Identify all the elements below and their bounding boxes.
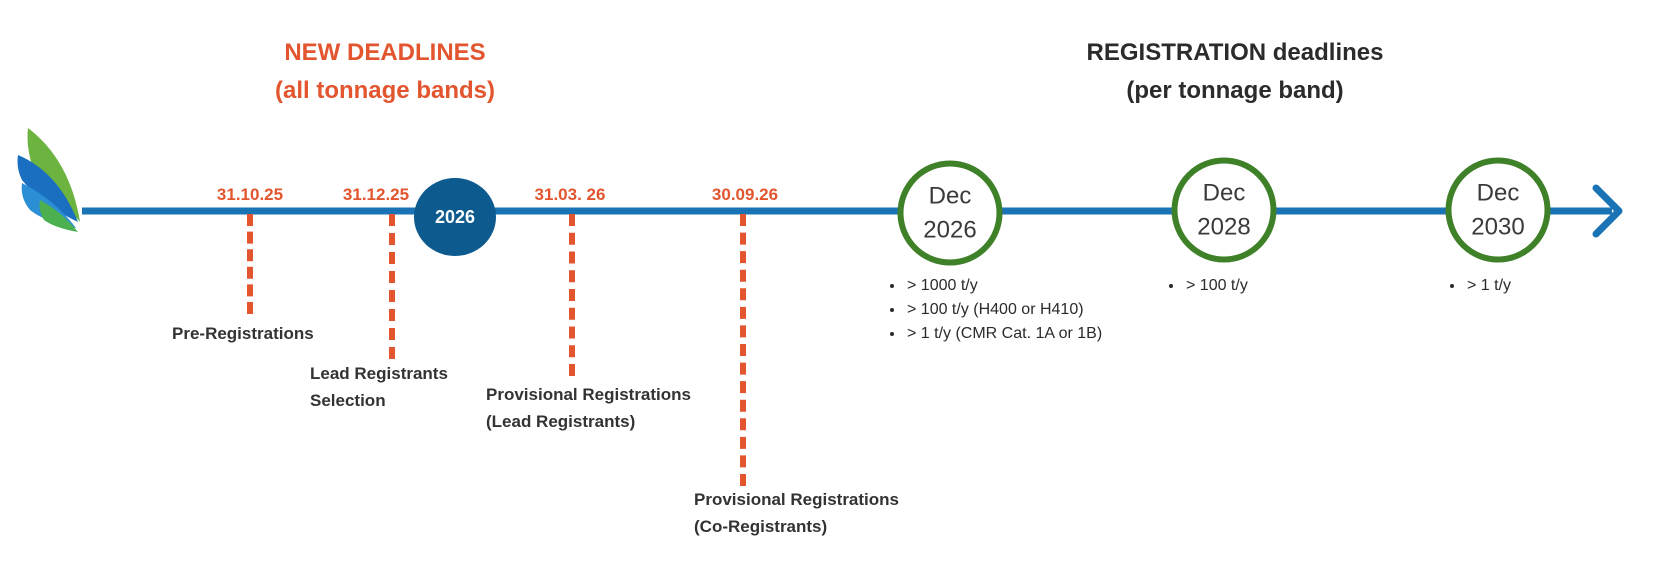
tonnage-band-item: > 100 t/y (H400 or H410) bbox=[905, 298, 1102, 322]
deadline-label-line: Pre-Registrations bbox=[172, 324, 314, 343]
deadline-dash bbox=[740, 214, 746, 486]
deadline-date: 31.10.25 bbox=[216, 185, 284, 204]
milestone-year: 2026 bbox=[923, 216, 977, 243]
deadline-dash bbox=[569, 214, 575, 376]
tonnage-band-item: > 1 t/y bbox=[1465, 274, 1511, 298]
tonnage-band-list: > 1 t/y bbox=[1441, 274, 1511, 298]
milestone-circle: Dec 2028 bbox=[1171, 157, 1277, 263]
deadline-date: 31.12.25 bbox=[342, 185, 410, 204]
arrow-right-icon bbox=[1592, 184, 1623, 238]
new-deadlines-title: NEW DEADLINES bbox=[284, 39, 486, 66]
registration-deadlines-title: REGISTRATION deadlines bbox=[1086, 39, 1384, 66]
deadline-label-line: Provisional Registrations bbox=[486, 385, 691, 404]
deadline-label: Provisional Registrations (Co-Registrant… bbox=[694, 486, 899, 540]
registration-deadlines-subtitle: (per tonnage band) bbox=[1126, 77, 1344, 104]
deadline-label-line: (Co-Registrants) bbox=[694, 517, 828, 536]
milestone-circle: Dec 2026 bbox=[897, 160, 1003, 266]
milestone-year: 2030 bbox=[1471, 213, 1525, 240]
new-deadlines-subtitle: (all tonnage bands) bbox=[274, 77, 495, 104]
deadline-label-line: Selection bbox=[310, 391, 386, 410]
registration-deadlines-heading: REGISTRATION deadlines (per tonnage band… bbox=[1025, 34, 1445, 110]
milestone-circle: Dec 2030 bbox=[1445, 157, 1551, 263]
deadline-label-line: Lead Registrants bbox=[310, 364, 448, 383]
tonnage-band-item: > 100 t/y bbox=[1184, 274, 1248, 298]
deadline-dash bbox=[389, 214, 395, 359]
wing-logo-icon bbox=[17, 128, 80, 232]
milestone-month: Dec bbox=[1202, 179, 1246, 206]
milestone-year: 2028 bbox=[1197, 213, 1251, 240]
year-badge: 2026 bbox=[414, 178, 496, 256]
deadline-label: Lead Registrants Selection bbox=[310, 360, 448, 414]
tonnage-band-item: > 1 t/y (CMR Cat. 1A or 1B) bbox=[905, 322, 1102, 346]
deadline-label-line: (Lead Registrants) bbox=[486, 412, 636, 431]
deadline-dash bbox=[247, 214, 253, 314]
new-deadlines-heading: NEW DEADLINES (all tonnage bands) bbox=[185, 34, 585, 110]
milestone-month: Dec bbox=[1476, 179, 1520, 206]
milestone-month: Dec bbox=[928, 182, 972, 209]
deadline-label: Provisional Registrations (Lead Registra… bbox=[486, 381, 691, 435]
deadline-label: Pre-Registrations bbox=[172, 320, 314, 347]
tonnage-band-item: > 1000 t/y bbox=[905, 274, 1102, 298]
deadline-date: 30.09.26 bbox=[711, 185, 779, 204]
tonnage-band-list: > 100 t/y bbox=[1160, 274, 1248, 298]
deadline-label-line: Provisional Registrations bbox=[694, 490, 899, 509]
deadline-date: 31.03. 26 bbox=[534, 185, 606, 204]
tonnage-band-list: > 1000 t/y > 100 t/y (H400 or H410) > 1 … bbox=[881, 274, 1102, 346]
